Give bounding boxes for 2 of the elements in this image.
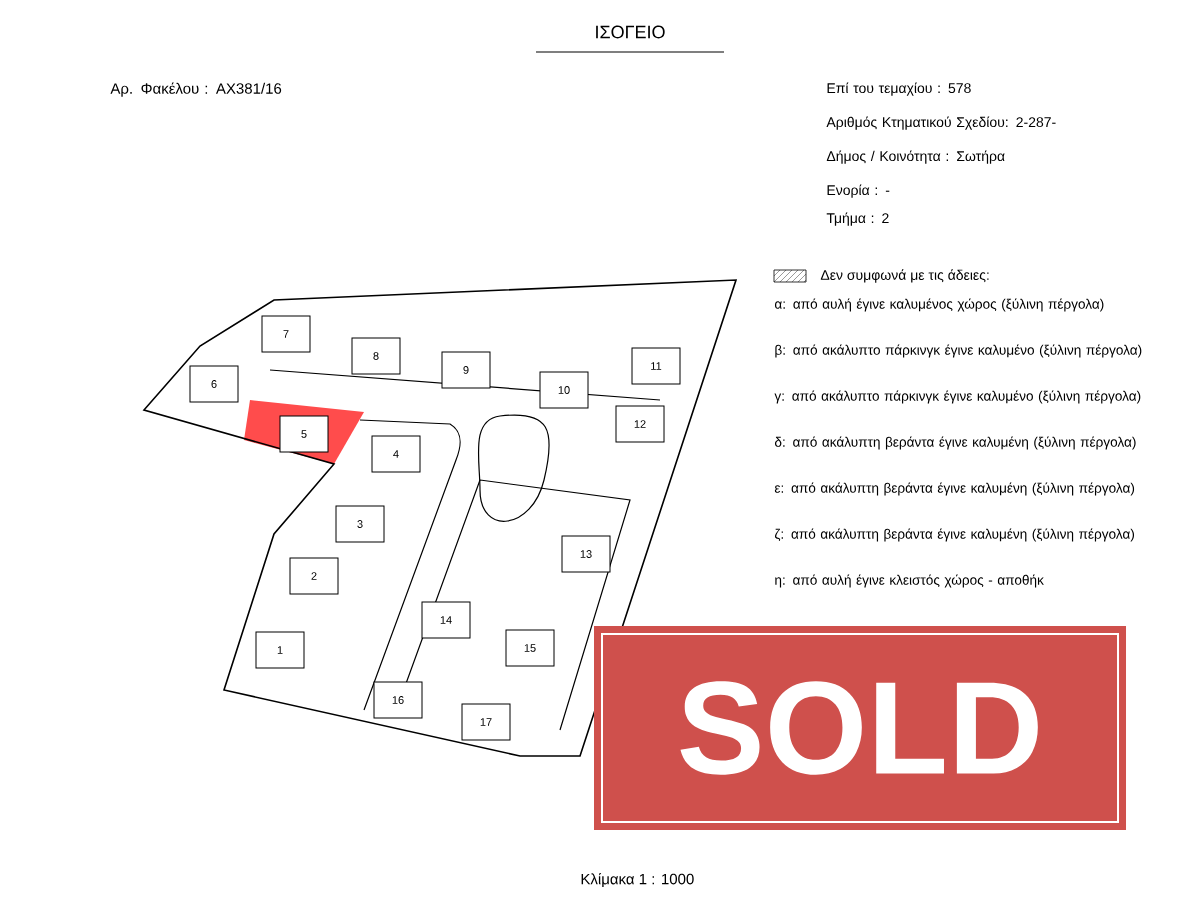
sold-banner: SOLD [594, 626, 1126, 830]
title: ΙΣΟΓΕΙΟ [596, 25, 665, 39]
